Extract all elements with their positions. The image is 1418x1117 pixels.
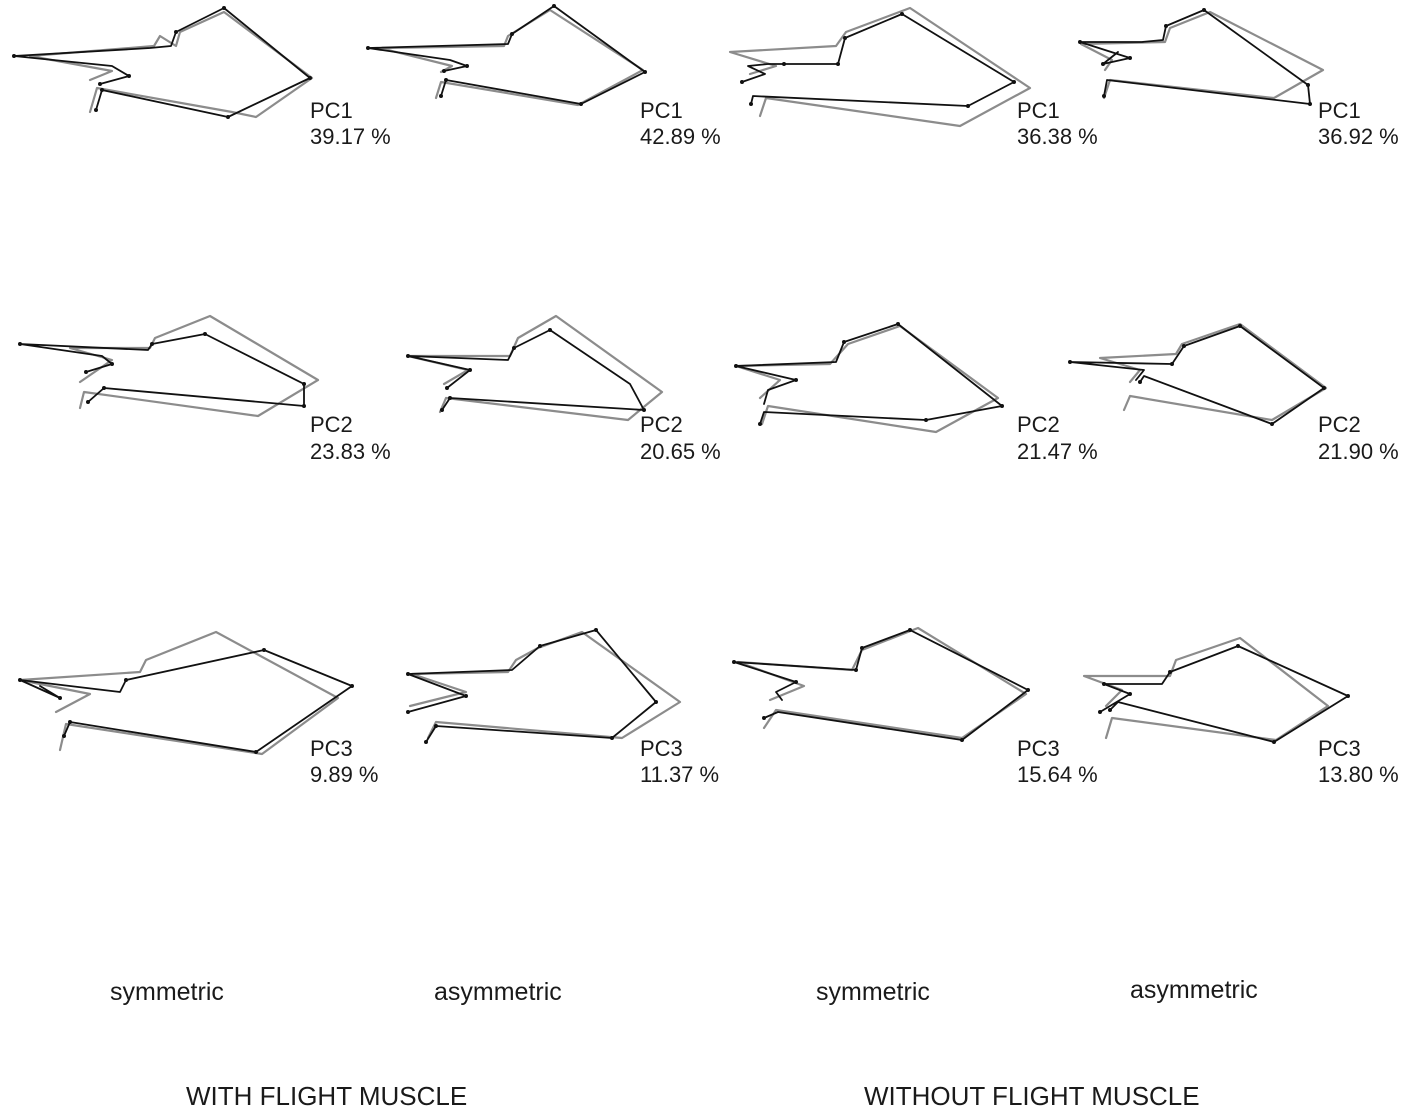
variance-label: 20.65 % xyxy=(640,439,721,464)
panel-without-asymmetric-pc2 xyxy=(1068,322,1328,426)
panel-with-asymmetric-pc2 xyxy=(406,314,664,422)
landmark-points xyxy=(406,628,658,744)
pc-label: PC1 xyxy=(310,98,353,123)
panel-without-symmetric-pc3 xyxy=(732,626,1030,742)
pc-shape-outline xyxy=(1099,645,1349,743)
mean-shape-outline xyxy=(28,10,314,119)
variance-label: 11.37 % xyxy=(640,762,719,787)
landmark-points xyxy=(366,4,647,106)
panel-without-asymmetric-pc1 xyxy=(1078,8,1325,106)
pc-label: PC3 xyxy=(1318,736,1361,761)
landmark-points xyxy=(18,648,354,754)
pc-shape-outline xyxy=(19,649,353,753)
variance-label: 23.83 % xyxy=(310,439,391,464)
panel-with-symmetric-pc2 xyxy=(18,314,320,418)
landmark-points xyxy=(734,322,1004,426)
landmark-points xyxy=(18,332,306,408)
variance-label: 39.17 % xyxy=(310,124,391,149)
pc-label: PC2 xyxy=(1017,412,1060,437)
column-label-symmetric: symmetric xyxy=(816,978,930,1006)
variance-label: 36.38 % xyxy=(1017,124,1098,149)
variance-label: 9.89 % xyxy=(310,762,379,787)
pc-shape-outline xyxy=(407,629,657,743)
pc-shape-outline xyxy=(1079,9,1311,105)
landmark-points xyxy=(406,328,646,412)
pc-shape-outline xyxy=(741,13,1015,107)
variance-label: 15.64 % xyxy=(1017,762,1098,787)
panel-with-symmetric-pc1 xyxy=(12,6,314,119)
pc-label: PC1 xyxy=(1017,98,1060,123)
landmark-points xyxy=(1098,644,1350,744)
pc-shape-outline xyxy=(13,7,311,118)
column-label-asymmetric: asymmetric xyxy=(1130,976,1258,1004)
pc-label: PC2 xyxy=(640,412,683,437)
mean-shape-outline xyxy=(734,324,1000,434)
mean-shape-outline xyxy=(728,6,1032,128)
column-label-symmetric: symmetric xyxy=(110,978,224,1006)
mean-shape-outline xyxy=(1098,322,1328,422)
landmark-points xyxy=(12,6,312,119)
variance-label: 42.89 % xyxy=(640,124,721,149)
mean-shape-outline xyxy=(736,626,1028,740)
pc-label: PC1 xyxy=(1318,98,1361,123)
pc-label: PC3 xyxy=(310,736,353,761)
pc-shape-outline xyxy=(735,323,1003,425)
panel-without-symmetric-pc1 xyxy=(728,6,1032,128)
pc-label: PC3 xyxy=(1017,736,1060,761)
mean-shape-outline xyxy=(1079,10,1325,100)
group-label-with-flight-muscle: WITH FLIGHT MUSCLE xyxy=(186,1081,467,1111)
variance-label: 21.90 % xyxy=(1318,439,1399,464)
pc-shape-outline xyxy=(1069,325,1325,425)
panel-with-symmetric-pc3 xyxy=(18,630,354,756)
column-label-asymmetric: asymmetric xyxy=(434,978,562,1006)
panel-without-asymmetric-pc3 xyxy=(1082,636,1350,744)
pc-label: PC3 xyxy=(640,736,683,761)
panel-with-asymmetric-pc1 xyxy=(366,4,647,107)
variance-label: 21.47 % xyxy=(1017,439,1098,464)
panel-without-symmetric-pc2 xyxy=(734,322,1004,434)
mean-shape-outline xyxy=(408,630,682,740)
pc-shape-outline xyxy=(733,629,1029,741)
group-label-without-flight-muscle: WITHOUT FLIGHT MUSCLE xyxy=(864,1081,1200,1111)
landmark-points xyxy=(1068,324,1326,426)
pc-label: PC1 xyxy=(640,98,683,123)
pc-label: PC2 xyxy=(310,412,353,437)
panel-with-asymmetric-pc3 xyxy=(406,628,682,744)
variance-label: 36.92 % xyxy=(1318,124,1399,149)
pc-label: PC2 xyxy=(1318,412,1361,437)
landmark-points xyxy=(1078,8,1312,106)
variance-label: 13.80 % xyxy=(1318,762,1399,787)
mean-shape-outline xyxy=(18,630,340,756)
pc-shape-outline xyxy=(407,329,645,411)
pc-shape-outline xyxy=(19,333,305,407)
landmark-points xyxy=(740,12,1016,108)
landmark-points xyxy=(732,628,1030,742)
